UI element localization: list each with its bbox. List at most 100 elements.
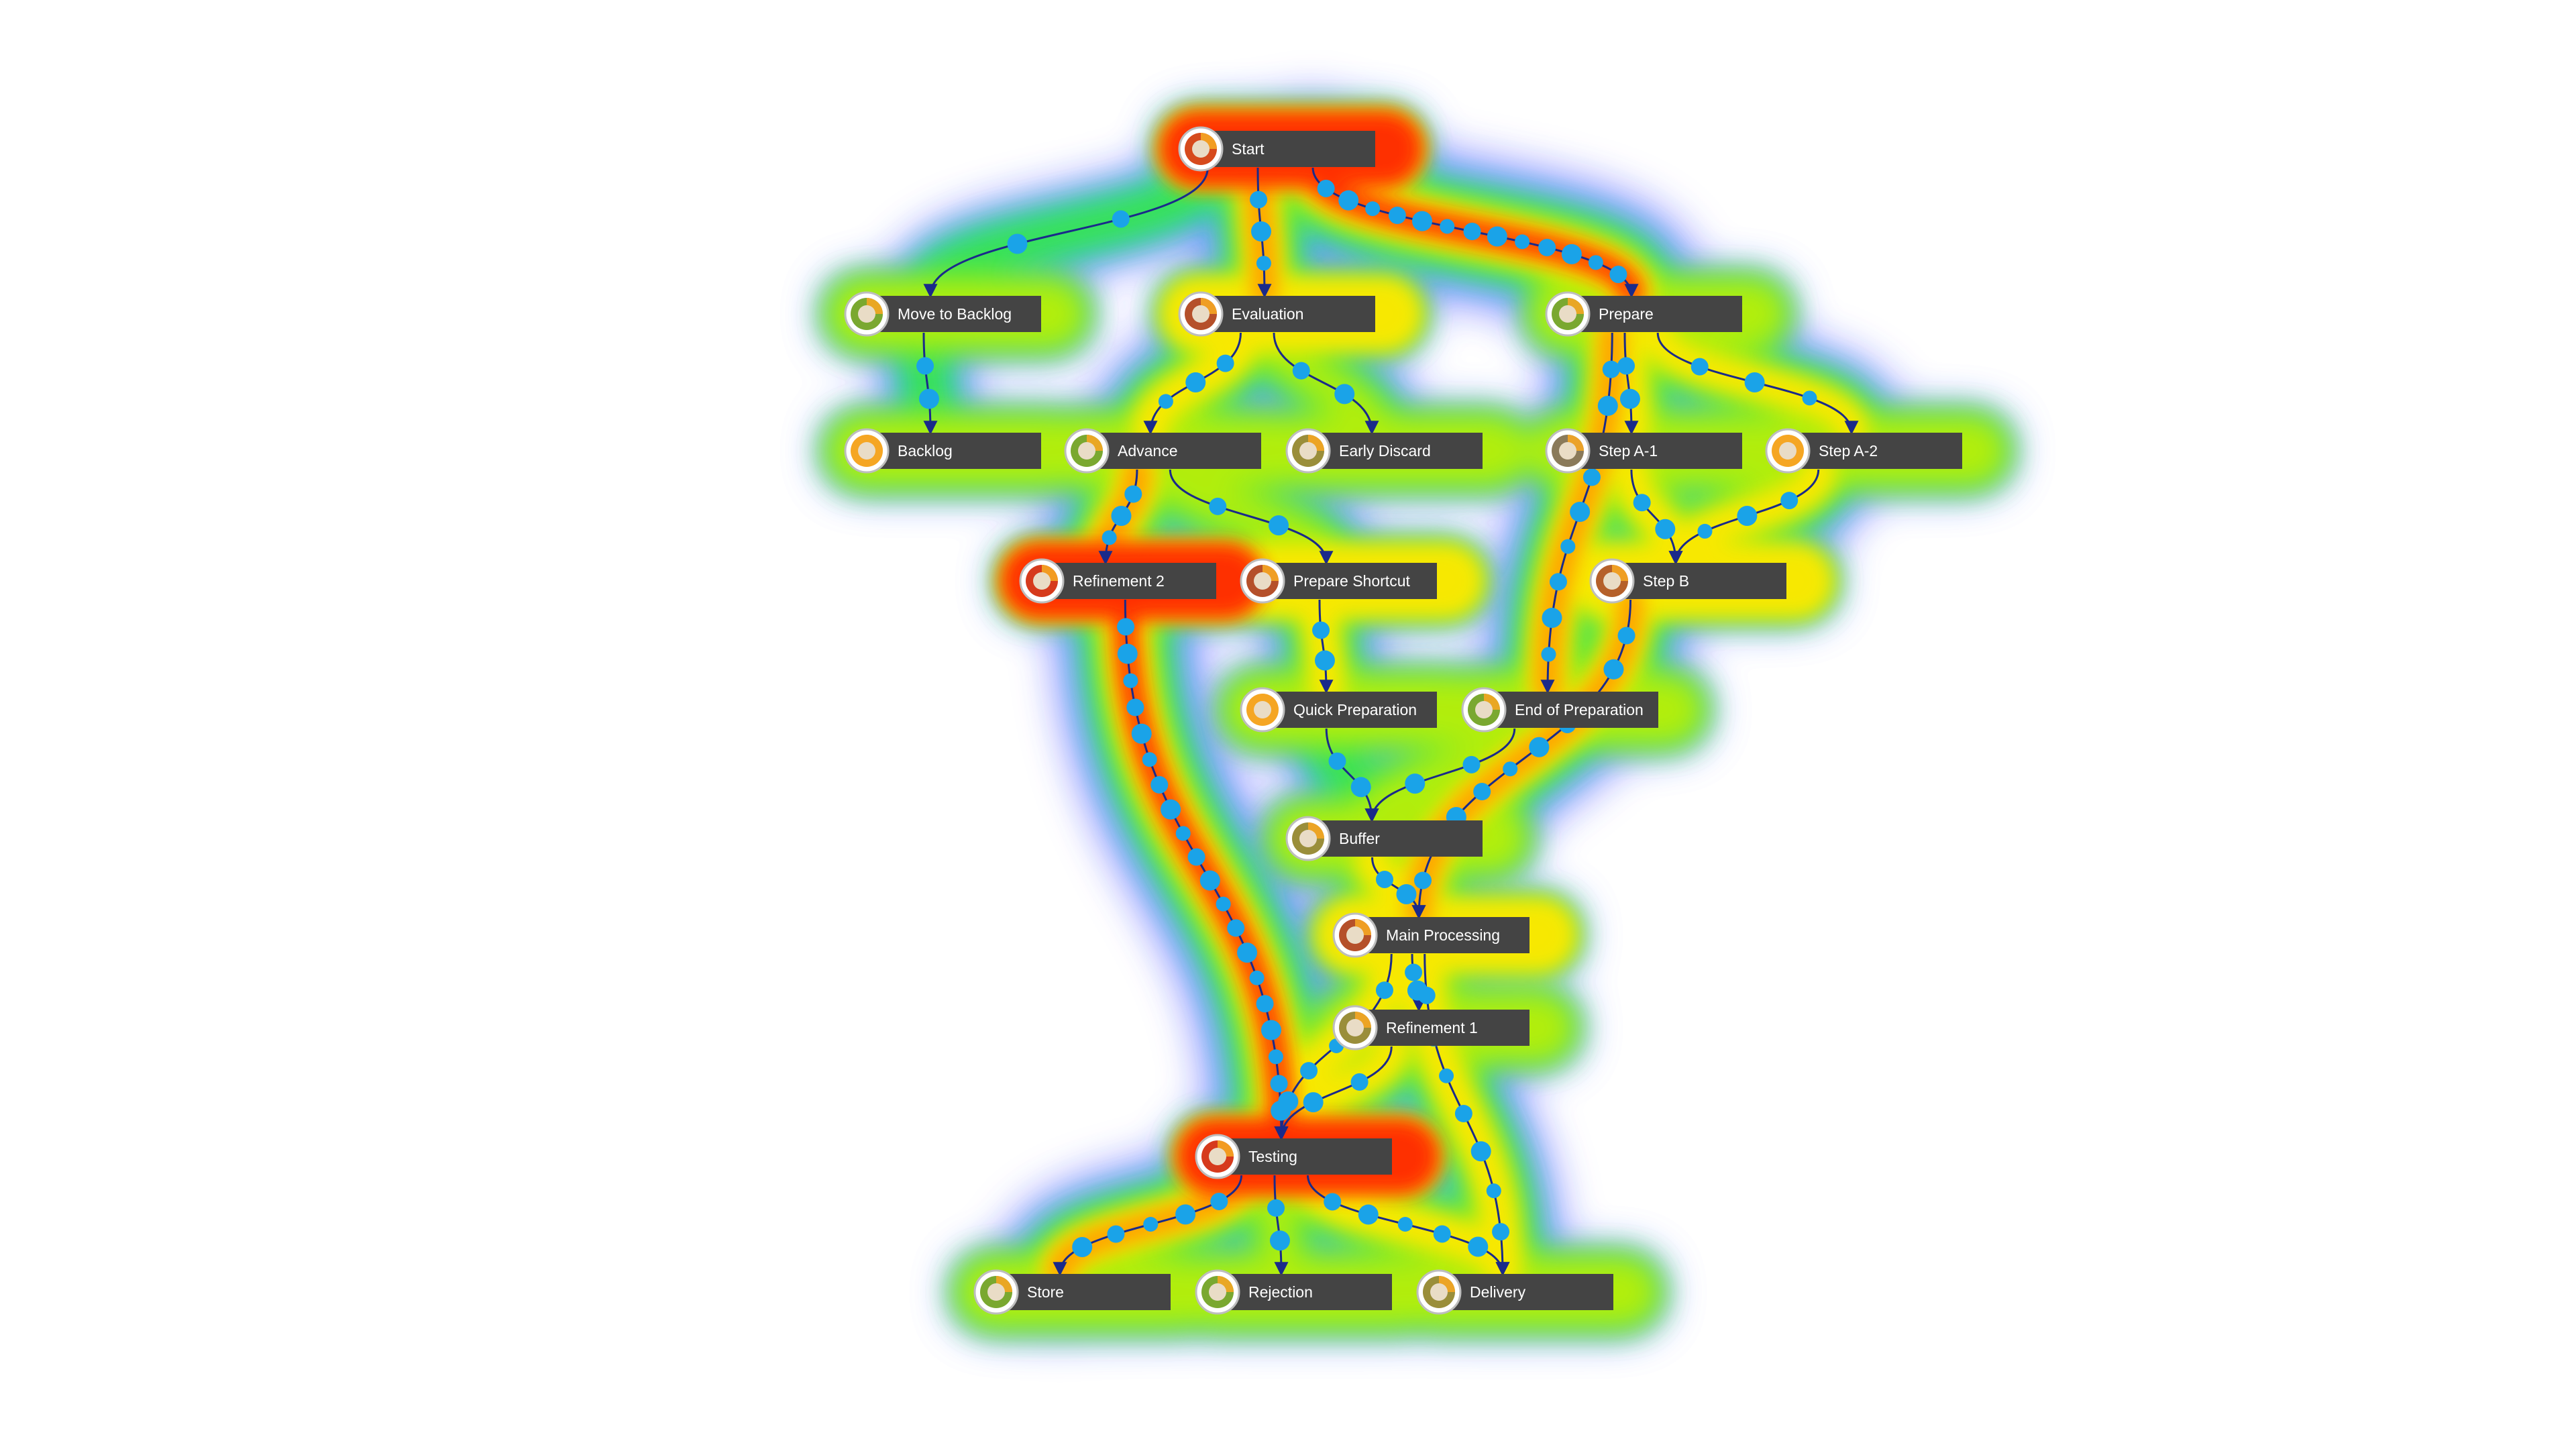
token-dot bbox=[1269, 1230, 1290, 1251]
token-dot bbox=[1210, 1192, 1228, 1210]
token-dot bbox=[1007, 233, 1028, 254]
token-dot bbox=[1405, 773, 1426, 794]
node-box[interactable] bbox=[1794, 433, 1962, 469]
token-dot bbox=[1209, 497, 1227, 515]
node-box[interactable] bbox=[1574, 296, 1742, 332]
node-box[interactable] bbox=[1269, 563, 1437, 599]
node-box[interactable] bbox=[1315, 820, 1483, 857]
node-store[interactable]: Store bbox=[973, 1269, 1171, 1315]
node-testing[interactable]: Testing bbox=[1195, 1134, 1392, 1179]
node-label: Main Processing bbox=[1386, 926, 1500, 944]
node-quick-preparation[interactable]: Quick Preparation bbox=[1240, 687, 1437, 733]
node-box[interactable] bbox=[1224, 1138, 1392, 1175]
node-label: Backlog bbox=[898, 442, 953, 460]
node-refinement-1[interactable]: Refinement 1 bbox=[1332, 1005, 1529, 1051]
node-early-discard[interactable]: Early Discard bbox=[1285, 428, 1483, 474]
token-dot bbox=[1633, 494, 1651, 512]
edge-step-a1-to-step-b[interactable] bbox=[1630, 469, 1683, 566]
token-dot bbox=[1617, 357, 1635, 375]
node-box[interactable] bbox=[1574, 433, 1742, 469]
token-dot bbox=[1603, 659, 1624, 680]
token-dot bbox=[1187, 848, 1205, 866]
node-box[interactable] bbox=[1362, 917, 1529, 953]
node-box[interactable] bbox=[1049, 563, 1216, 599]
token-dot bbox=[1503, 761, 1518, 777]
edge-advance-to-prepare-shortcut[interactable] bbox=[1169, 469, 1334, 566]
node-buffer[interactable]: Buffer bbox=[1285, 816, 1483, 861]
edge-prepare-to-step-a1[interactable] bbox=[1623, 332, 1639, 435]
token-dot bbox=[1268, 1049, 1283, 1065]
node-main-processing[interactable]: Main Processing bbox=[1332, 912, 1529, 958]
token-dot bbox=[1107, 1225, 1125, 1243]
node-box[interactable] bbox=[1208, 131, 1375, 167]
node-box[interactable] bbox=[1446, 1274, 1613, 1310]
node-evaluation[interactable]: Evaluation bbox=[1178, 291, 1375, 337]
token-dot bbox=[1112, 210, 1130, 228]
token-dot bbox=[1570, 501, 1591, 522]
node-start[interactable]: Start bbox=[1178, 126, 1375, 172]
node-advance[interactable]: Advance bbox=[1064, 428, 1261, 474]
token-dot bbox=[1454, 1105, 1472, 1122]
node-label: Refinement 1 bbox=[1386, 1019, 1478, 1036]
token-dot bbox=[1417, 986, 1436, 1004]
node-box[interactable] bbox=[1619, 563, 1786, 599]
token-dot bbox=[1324, 1193, 1342, 1211]
token-dot bbox=[1440, 219, 1455, 234]
token-layer bbox=[916, 179, 1817, 1258]
token-dot bbox=[1737, 506, 1758, 526]
node-status-core bbox=[987, 1283, 1005, 1301]
node-box[interactable] bbox=[1003, 1274, 1171, 1310]
node-move-backlog[interactable]: Move to Backlog bbox=[844, 291, 1041, 337]
edge-buffer-to-main-processing[interactable] bbox=[1371, 857, 1426, 920]
node-box[interactable] bbox=[873, 433, 1041, 469]
node-box[interactable] bbox=[1208, 296, 1375, 332]
edge-step-b-to-main-processing[interactable] bbox=[1411, 599, 1632, 920]
node-step-a2[interactable]: Step A-2 bbox=[1765, 428, 1962, 474]
node-delivery[interactable]: Delivery bbox=[1416, 1269, 1613, 1315]
token-dot bbox=[1158, 394, 1173, 409]
token-dot bbox=[1111, 506, 1132, 526]
token-dot bbox=[1388, 207, 1406, 225]
node-box[interactable] bbox=[1362, 1010, 1529, 1046]
token-dot bbox=[1117, 618, 1135, 636]
node-end-of-preparation[interactable]: End of Preparation bbox=[1461, 687, 1658, 733]
edge-evaluation-to-early-discard[interactable] bbox=[1273, 332, 1379, 435]
token-dot bbox=[1549, 573, 1567, 591]
node-refinement-2[interactable]: Refinement 2 bbox=[1019, 558, 1216, 604]
edge-prepare-shortcut-to-quick-preparation[interactable] bbox=[1318, 599, 1334, 694]
node-box[interactable] bbox=[1269, 692, 1437, 728]
node-status-core bbox=[1299, 442, 1317, 460]
node-box[interactable] bbox=[1491, 692, 1658, 728]
edge-start-to-move-backlog[interactable] bbox=[923, 167, 1209, 299]
node-box[interactable] bbox=[1093, 433, 1261, 469]
token-dot bbox=[1350, 777, 1371, 798]
edge-refinement-1-to-testing[interactable] bbox=[1274, 1046, 1393, 1141]
node-step-b[interactable]: Step B bbox=[1589, 558, 1786, 604]
token-dot bbox=[1312, 621, 1330, 639]
node-box[interactable] bbox=[1224, 1274, 1392, 1310]
edge-move-backlog-to-backlog[interactable] bbox=[922, 332, 938, 435]
node-rejection[interactable]: Rejection bbox=[1195, 1269, 1392, 1315]
edge-testing-to-rejection[interactable] bbox=[1273, 1175, 1289, 1277]
node-backlog[interactable]: Backlog bbox=[844, 428, 1041, 474]
token-dot bbox=[1256, 256, 1271, 271]
token-dot bbox=[918, 388, 939, 409]
token-dot bbox=[1492, 1223, 1510, 1241]
node-status-core bbox=[1346, 926, 1364, 944]
node-box[interactable] bbox=[873, 296, 1041, 332]
token-dot bbox=[1150, 775, 1169, 794]
node-status-core bbox=[1475, 701, 1493, 718]
node-status-core bbox=[858, 442, 875, 460]
node-prepare[interactable]: Prepare bbox=[1545, 291, 1742, 337]
node-prepare-shortcut[interactable]: Prepare Shortcut bbox=[1240, 558, 1437, 604]
token-dot bbox=[1300, 1062, 1318, 1080]
edge-end-of-preparation-to-buffer[interactable] bbox=[1364, 728, 1516, 823]
edge-quick-preparation-to-buffer[interactable] bbox=[1325, 728, 1379, 823]
token-dot bbox=[1538, 238, 1556, 256]
token-dot bbox=[1463, 223, 1481, 241]
node-box[interactable] bbox=[1315, 433, 1483, 469]
token-dot bbox=[1375, 981, 1393, 1000]
node-step-a1[interactable]: Step A-1 bbox=[1545, 428, 1742, 474]
token-dot bbox=[1487, 226, 1507, 247]
